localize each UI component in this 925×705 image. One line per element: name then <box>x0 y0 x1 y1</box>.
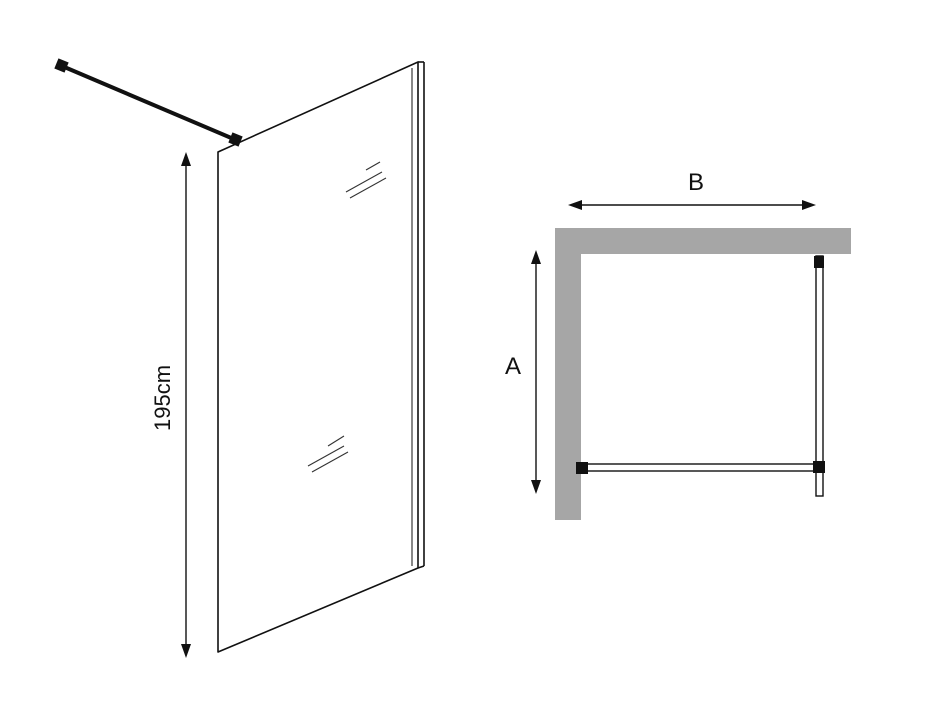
depth-dimension-arrow <box>531 250 541 494</box>
panel-perspective-view: 195cm <box>54 58 425 658</box>
glass-reflection-bottom <box>307 435 349 473</box>
side-wall <box>555 228 581 520</box>
plan-wall-profile <box>814 256 824 268</box>
height-label: 195cm <box>150 365 175 431</box>
width-dimension-arrow <box>568 200 816 210</box>
glass-reflection-top <box>345 161 387 199</box>
label-b: B <box>688 169 704 196</box>
back-wall <box>555 228 851 254</box>
height-dimension-arrow <box>181 152 191 658</box>
plan-glass-panel <box>815 255 824 497</box>
plan-stabilizer-bar <box>576 461 825 474</box>
plan-glass-clamp <box>813 461 825 473</box>
wall-bracket <box>54 58 69 73</box>
stabilizer-bar <box>54 58 243 147</box>
label-a: A <box>505 353 521 380</box>
glass-panel <box>217 61 425 653</box>
wall-corner <box>555 228 851 520</box>
plan-wall-bracket <box>576 462 588 474</box>
plan-view: B A <box>505 169 851 520</box>
